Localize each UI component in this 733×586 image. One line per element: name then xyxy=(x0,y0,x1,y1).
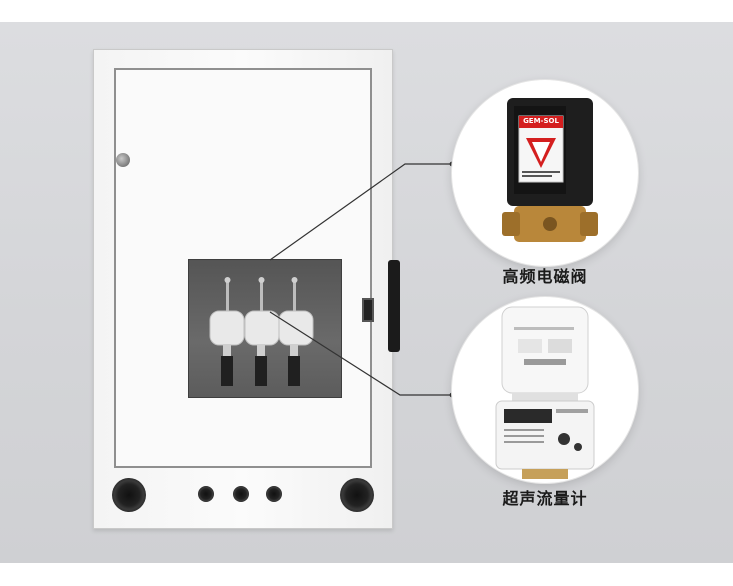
valve-caption: 高频电磁阀 xyxy=(502,267,588,286)
port-large-left xyxy=(112,478,146,512)
meter-caption: 超声流量计 xyxy=(502,489,588,508)
product-stage: GEM-SOL 高频电磁阀 超声流量计 xyxy=(0,22,733,563)
port-large-right xyxy=(340,478,374,512)
cabinet-door xyxy=(114,68,374,468)
flow-meter-image xyxy=(495,306,595,479)
leader-lines xyxy=(269,161,455,398)
valve-brand-text: GEM-SOL xyxy=(523,117,559,125)
inspection-window xyxy=(188,259,342,398)
indicator-slot xyxy=(362,298,374,322)
port-small-3 xyxy=(266,486,282,502)
door-lock xyxy=(116,153,130,167)
solenoid-valve-bubble: GEM-SOL xyxy=(452,80,638,266)
flow-meter-bubble xyxy=(452,297,638,483)
port-small-1 xyxy=(198,486,214,502)
port-small-2 xyxy=(233,486,249,502)
side-bracket xyxy=(388,260,400,352)
solenoid-valve-image xyxy=(502,98,598,242)
cabinet xyxy=(93,49,393,529)
